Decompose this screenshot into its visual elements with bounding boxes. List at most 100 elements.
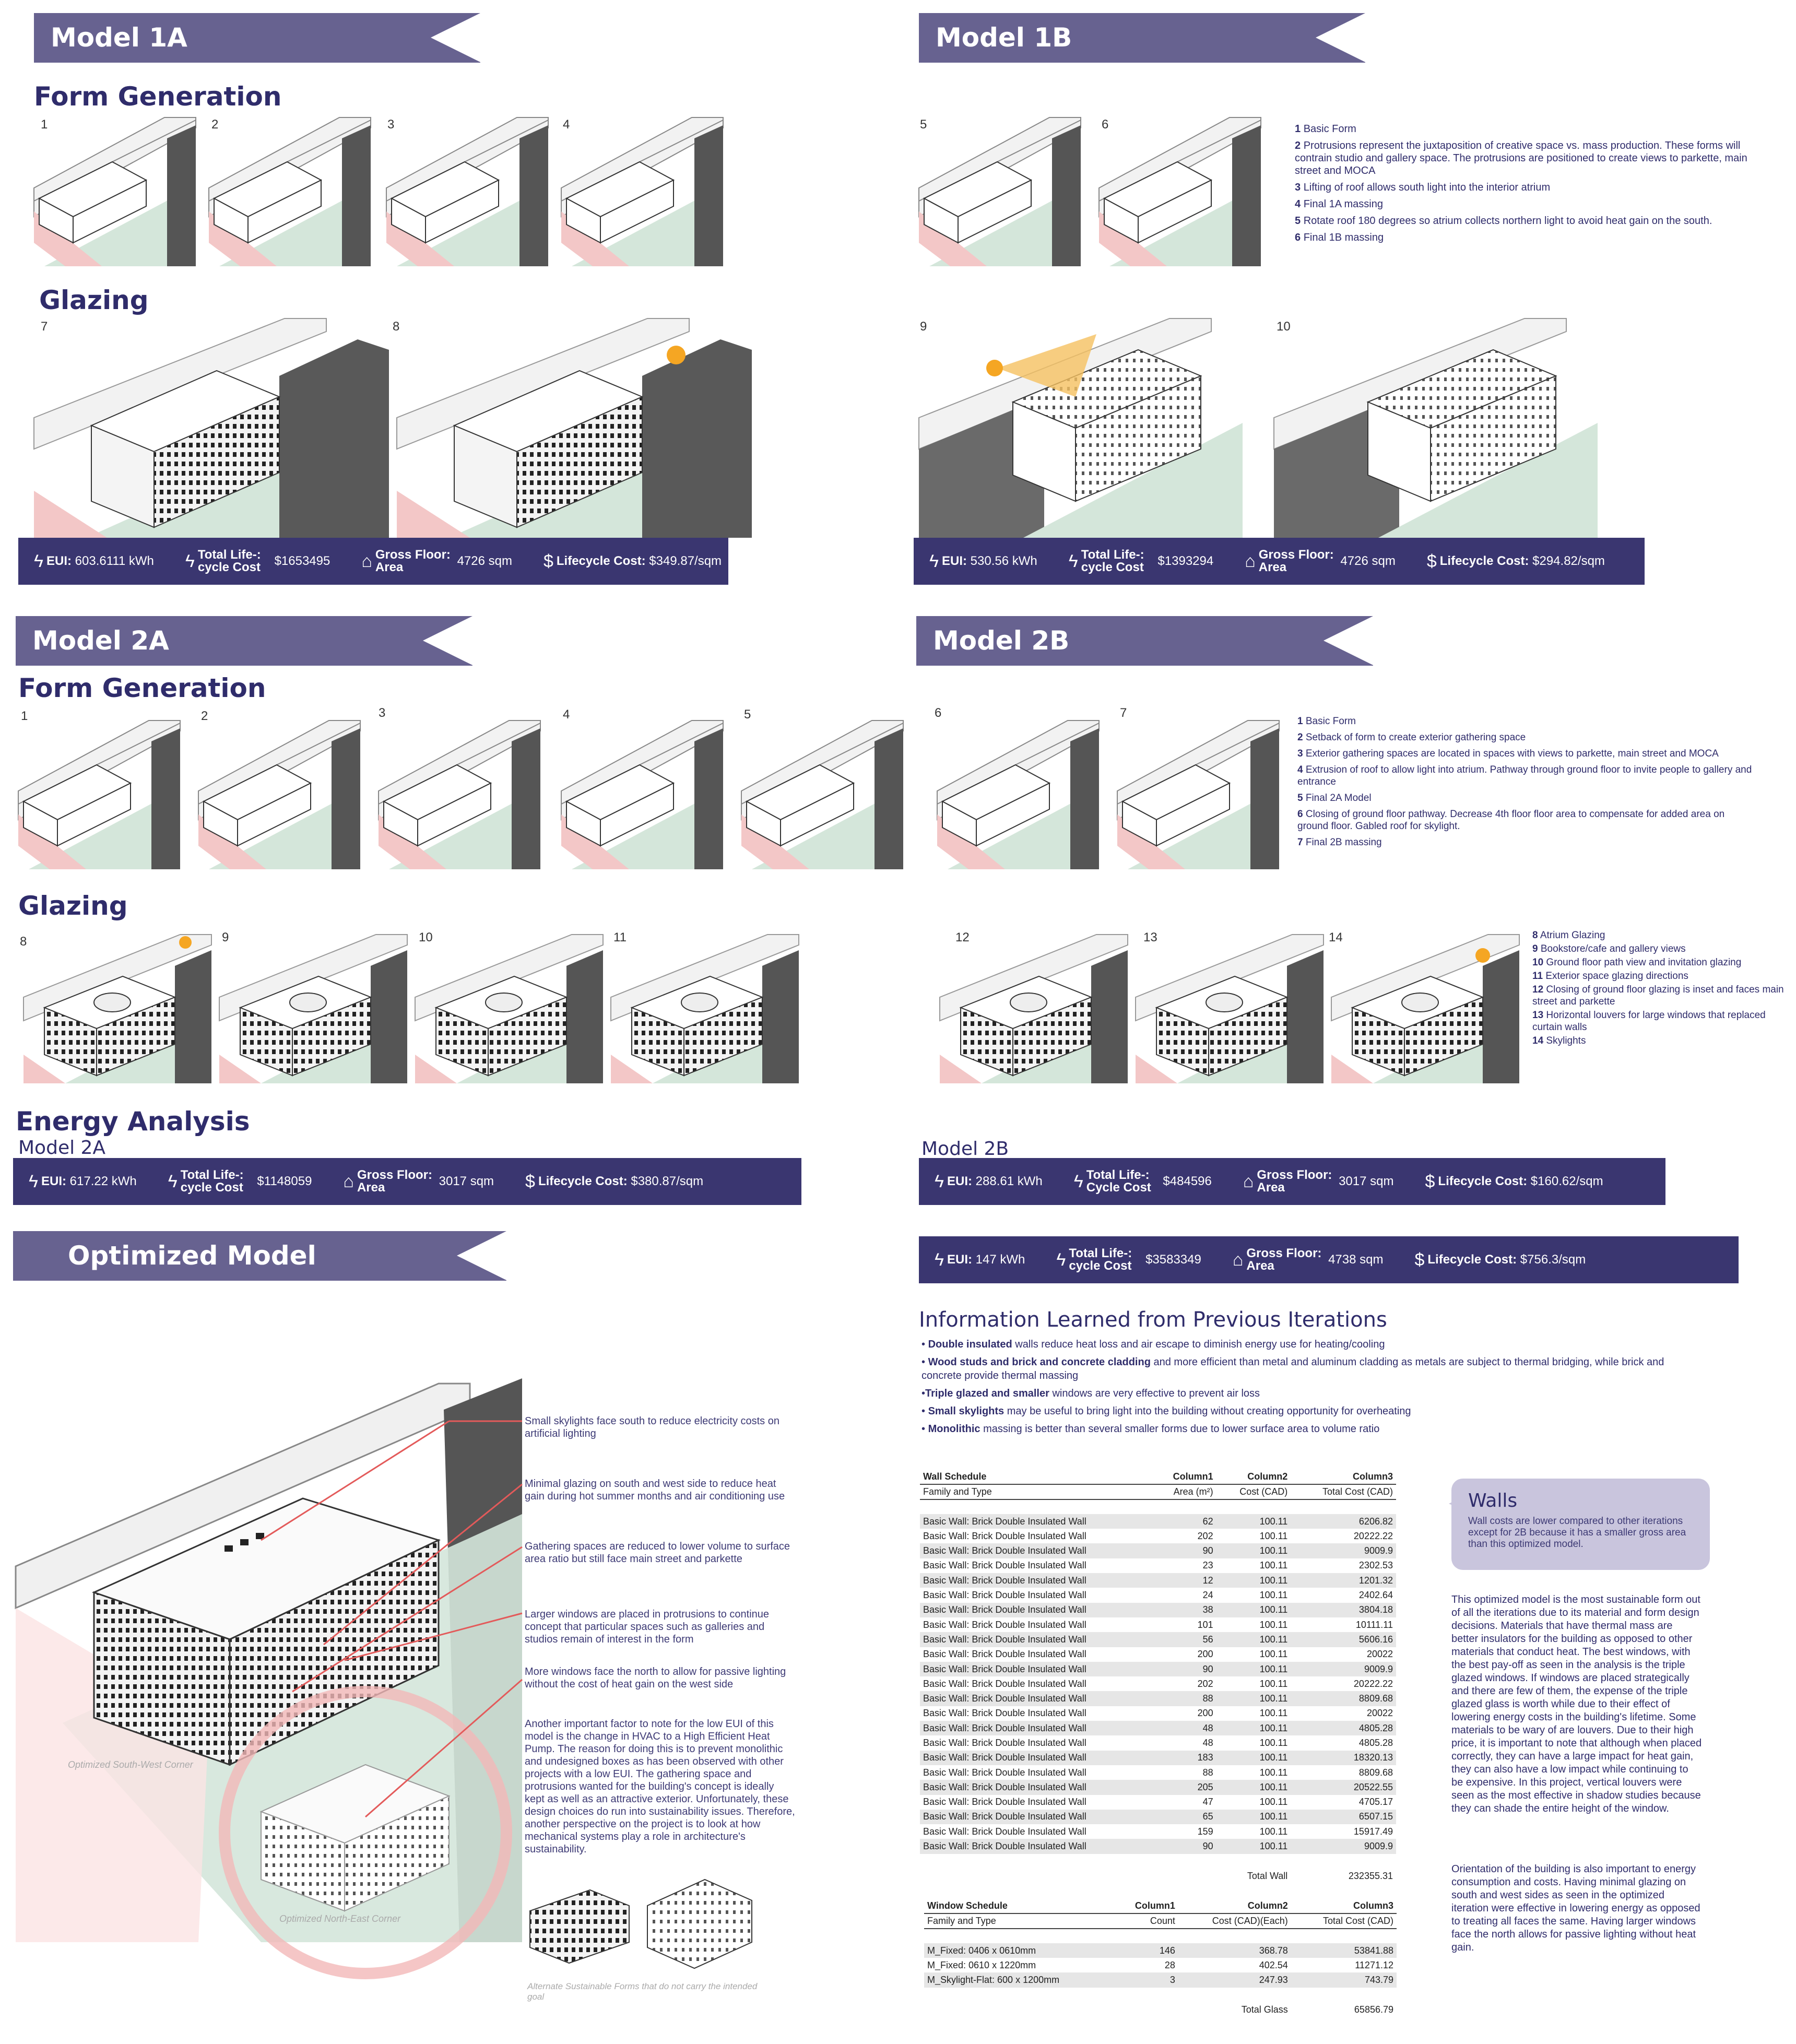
- step-number: 2: [201, 709, 208, 723]
- table-cell: 90: [1152, 1839, 1216, 1854]
- model-2a-banner: Model 2A: [16, 616, 472, 666]
- table-spacer-row: [920, 1854, 1396, 1869]
- table-row: Basic Wall: Brick Double Insulated Wall 2…: [920, 1780, 1396, 1795]
- step-number: 11: [613, 930, 627, 944]
- lcc-value: $294.82/sqm: [1532, 554, 1605, 568]
- gfa-label: Gross Floor: Area: [357, 1168, 432, 1195]
- table-cell: Basic Wall: Brick Double Insulated Wall: [923, 1826, 1086, 1837]
- table-cell: [1291, 1854, 1396, 1869]
- sun-icon: [1475, 948, 1490, 963]
- table-cell: Basic Wall: Brick Double Insulated Wall: [920, 1839, 1153, 1854]
- step-number: 14: [1329, 930, 1343, 944]
- table-cell: Basic Wall: Brick Double Insulated Wall: [923, 1767, 1086, 1778]
- table-cell: [920, 1854, 1153, 1869]
- tlc-value: $484596: [1163, 1174, 1212, 1188]
- table-cell: 232355.31: [1348, 1870, 1393, 1881]
- tlc-value: $3583349: [1145, 1253, 1201, 1267]
- form-1b-step6-drawing: [1098, 117, 1261, 267]
- table-spacer-row: [924, 1929, 1397, 1943]
- gfa-label: Gross Floor: Area: [1257, 1168, 1332, 1195]
- optimized-model-banner: Optimized Model: [13, 1231, 506, 1281]
- table-cell: Basic Wall: Brick Double Insulated Wall: [923, 1678, 1086, 1689]
- glazing-2a-step11-drawing: [610, 934, 799, 1084]
- table-cell: Basic Wall: Brick Double Insulated Wall: [920, 1780, 1153, 1795]
- tlc-label: Total Life-: cycle Cost: [197, 548, 261, 574]
- form-1a-step3-drawing: [386, 117, 549, 267]
- lightning-icon: ϟ: [1056, 1250, 1066, 1270]
- step-number: 13: [1143, 930, 1157, 944]
- table-cell: Basic Wall: Brick Double Insulated Wall: [920, 1573, 1153, 1588]
- table-cell: 15917.49: [1353, 1826, 1393, 1837]
- eui-value: 147 kWh: [975, 1253, 1025, 1267]
- eui-label: EUI:: [942, 554, 967, 568]
- gfa-label: Gross Floor: Area: [375, 548, 451, 574]
- step-number: 8: [393, 320, 400, 334]
- step-number: 5: [920, 117, 927, 132]
- lightning-icon: ϟ: [34, 551, 43, 571]
- lcc-label: Lifecycle Cost:: [1438, 1174, 1528, 1188]
- table-cell: 47: [1202, 1797, 1213, 1807]
- table-cell: 368.78: [1178, 1943, 1291, 1958]
- eui-label: EUI:: [947, 1174, 972, 1188]
- step-number: 5: [744, 707, 751, 722]
- form-1a-step4-drawing: [561, 117, 724, 267]
- table-spacer-row: [924, 1988, 1397, 2002]
- table-cell: [1153, 1499, 1216, 1514]
- callout-hvac-note: Another important factor to note for the…: [525, 1718, 795, 1855]
- table-cell: 28: [1164, 1959, 1175, 1970]
- table-cell: 38: [1152, 1602, 1216, 1617]
- step-number: 6: [1102, 117, 1109, 132]
- table-cell: [1216, 1854, 1291, 1869]
- table-cell: 20022: [1366, 1649, 1393, 1660]
- glazing-1b-step10-drawing: [1273, 318, 1598, 538]
- floor-plan-icon: ⌂: [1232, 1250, 1244, 1270]
- lcc-value: $349.87/sqm: [649, 554, 722, 568]
- form-1a-step1-drawing: [33, 117, 196, 267]
- dollar-icon: $: [1414, 1250, 1425, 1270]
- table-cell: 5606.16: [1291, 1632, 1396, 1647]
- lightning-icon: ϟ: [29, 1172, 38, 1191]
- table-cell: 3804.18: [1291, 1602, 1396, 1617]
- table-cell: 2302.53: [1358, 1560, 1393, 1571]
- form-generation-heading: Form Generation: [18, 673, 266, 703]
- table-cell: 100.11: [1216, 1514, 1291, 1529]
- energy-analysis-heading: Energy Analysis: [16, 1106, 250, 1137]
- table-cell: 11271.12: [1355, 1959, 1393, 1970]
- table-cell: [1153, 1869, 1216, 1883]
- eui-value: 603.6111 kWh: [75, 554, 154, 568]
- table-cell: 88: [1152, 1691, 1216, 1706]
- callout-gathering-spaces: Gathering spaces are reduced to lower vo…: [525, 1541, 790, 1565]
- table-cell: [1115, 1929, 1178, 1943]
- table-cell: 62: [1152, 1514, 1216, 1529]
- step-number: 10: [1277, 320, 1291, 334]
- table-cell: Basic Wall: Brick Double Insulated Wall: [923, 1619, 1086, 1630]
- table-cell: Basic Wall: Brick Double Insulated Wall: [923, 1649, 1086, 1660]
- energy-model-2b-label: Model 2B: [921, 1138, 1009, 1160]
- lightning-icon: ϟ: [929, 551, 939, 571]
- step-number: 10: [419, 930, 433, 944]
- gfa-label: Gross Floor: Area: [1258, 548, 1334, 574]
- bullet-item: • Small skylights may be useful to bring…: [921, 1405, 1411, 1417]
- floor-plan-icon: ⌂: [361, 551, 372, 571]
- lightning-icon: ϟ: [168, 1172, 178, 1191]
- callout-north-windows: More windows face the north to allow for…: [525, 1666, 786, 1690]
- table-cell: 20522.55: [1291, 1780, 1396, 1795]
- table-cell: 18320.13: [1291, 1750, 1396, 1765]
- lightning-icon: ϟ: [1073, 1172, 1083, 1191]
- table-cell: 6206.82: [1291, 1514, 1396, 1529]
- eui-label: EUI:: [947, 1253, 972, 1267]
- gfa-value: 4738 sqm: [1328, 1253, 1384, 1267]
- table-cell: M_Fixed: 0610 x 1220mm: [927, 1959, 1036, 1970]
- table-cell: 183: [1152, 1750, 1216, 1765]
- form-2a-step3-drawing: [378, 720, 541, 870]
- table-cell: 4705.17: [1358, 1797, 1393, 1807]
- glazing-1a-step7-drawing: [33, 318, 389, 538]
- table-row: Basic Wall: Brick Double Insulated Wall 1…: [920, 1824, 1396, 1839]
